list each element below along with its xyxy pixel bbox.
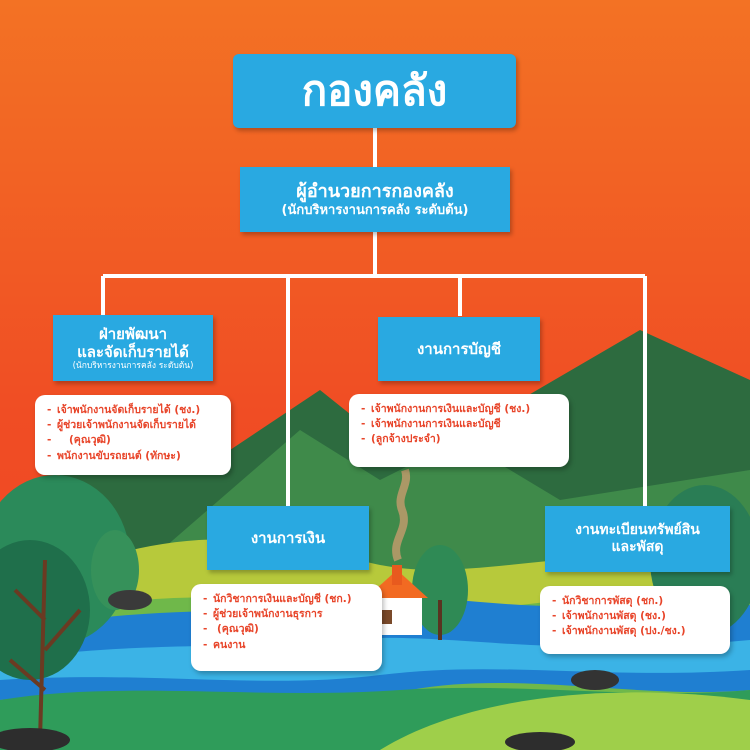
list-item: นักวิชาการเงินและบัญชี (ชก.)	[203, 592, 372, 607]
division-finance-staff-list: นักวิชาการเงินและบัญชี (ชก.) ผู้ช่วยเจ้า…	[191, 584, 382, 671]
list-item: (คุณวุฒิ)	[203, 622, 372, 637]
division-revenue-title-1: ฝ่ายพัฒนา	[98, 324, 168, 343]
list-item: เจ้าพนักงานการเงินและบัญชี (ชง.)	[361, 402, 559, 417]
list-item: นักวิชาการพัสดุ (ชก.)	[552, 594, 720, 609]
list-item: (คุณวุฒิ)	[47, 433, 221, 448]
list-item: ผู้ช่วยเจ้าพนักงานธุรการ	[203, 607, 372, 622]
list-item: คนงาน	[203, 638, 372, 653]
division-finance-box: งานการเงิน	[207, 506, 369, 570]
director-box: ผู้อำนวยการกองคลัง (นักบริหารงานการคลัง …	[240, 167, 510, 232]
list-item: เจ้าพนักงานพัสดุ (ปง./ชง.)	[552, 624, 720, 639]
division-accounting-box: งานการบัญชี	[378, 317, 540, 381]
list-item: พนักงานขับรถยนต์ (ทักษะ)	[47, 449, 221, 464]
director-title: ผู้อำนวยการกองคลัง	[296, 180, 454, 202]
division-supplies-box: งานทะเบียนทรัพย์สิน และพัสดุ	[545, 506, 730, 572]
division-revenue-staff-list: เจ้าพนักงานจัดเก็บรายได้ (ชง.) ผู้ช่วยเจ…	[35, 395, 231, 475]
page-title: กองคลัง	[301, 65, 448, 115]
division-supplies-title-1: งานทะเบียนทรัพย์สิน	[575, 522, 700, 539]
list-item: เจ้าพนักงานจัดเก็บรายได้ (ชง.)	[47, 403, 221, 418]
division-accounting-staff-list: เจ้าพนักงานการเงินและบัญชี (ชง.) เจ้าพนั…	[349, 394, 569, 467]
title-box: กองคลัง	[233, 54, 516, 128]
division-supplies-title-2: และพัสดุ	[611, 539, 664, 555]
division-supplies-staff-list: นักวิชาการพัสดุ (ชก.) เจ้าพนักงานพัสดุ (…	[540, 586, 730, 654]
list-item: ผู้ช่วยเจ้าพนักงานจัดเก็บรายได้	[47, 418, 221, 433]
division-revenue-subtitle: (นักบริหารงานการคลัง ระดับต้น)	[72, 360, 194, 371]
division-finance-title: งานการเงิน	[250, 529, 326, 547]
list-item: เจ้าพนักงานการเงินและบัญชี	[361, 417, 559, 432]
division-revenue-box: ฝ่ายพัฒนา และจัดเก็บรายได้ (นักบริหารงาน…	[53, 315, 213, 381]
division-revenue-title-2: และจัดเก็บรายได้	[77, 342, 189, 361]
division-accounting-title: งานการบัญชี	[416, 340, 502, 358]
list-item: เจ้าพนักงานพัสดุ (ชง.)	[552, 609, 720, 624]
director-subtitle: (นักบริหารงานการคลัง ระดับต้น)	[281, 202, 469, 218]
list-item: (ลูกจ้างประจำ)	[361, 432, 559, 447]
